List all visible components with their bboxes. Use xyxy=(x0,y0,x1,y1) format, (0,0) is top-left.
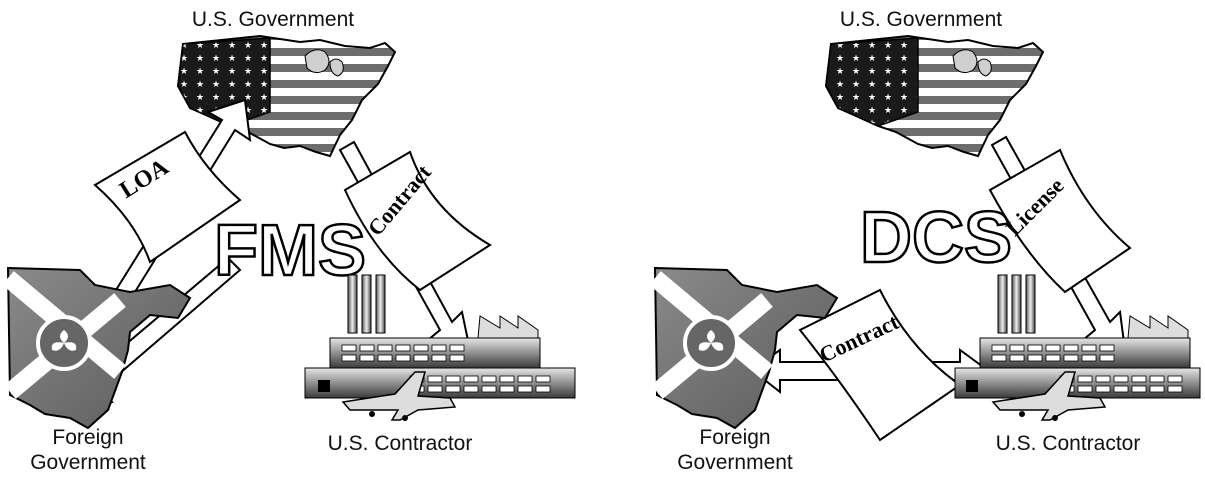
license-document-icon: License xyxy=(988,148,1132,294)
fighter-jet-icon xyxy=(341,371,457,421)
us-government-label: U.S. Government xyxy=(192,8,354,31)
us-government-label: U.S. Government xyxy=(840,8,1002,31)
foreign-country-icon xyxy=(649,266,839,430)
foreign-government-label-line1: Foreign xyxy=(52,426,123,449)
fms-title: FMS xyxy=(214,211,366,291)
contract-document-icon: Contract xyxy=(343,150,492,292)
foreign-government-label-line2: Government xyxy=(30,451,146,474)
us-contractor-label: U.S. Contractor xyxy=(328,432,473,455)
foreign-government-label-line2: Government xyxy=(677,451,793,474)
us-flag-map-icon xyxy=(824,34,1045,158)
fighter-jet-icon xyxy=(991,371,1107,421)
foreign-country-icon xyxy=(2,266,192,430)
us-contractor-label: U.S. Contractor xyxy=(996,432,1141,455)
fms-panel: U.S. Government LOA Contract FMS xyxy=(2,8,576,474)
contract-document-icon: Contract xyxy=(798,288,962,442)
foreign-government-label-line1: Foreign xyxy=(699,426,770,449)
factory-icon xyxy=(304,274,576,399)
dcs-title: DCS xyxy=(860,198,1012,278)
dcs-panel: U.S. Government License Contract DCS xyxy=(649,8,1201,474)
factory-icon xyxy=(954,274,1201,399)
